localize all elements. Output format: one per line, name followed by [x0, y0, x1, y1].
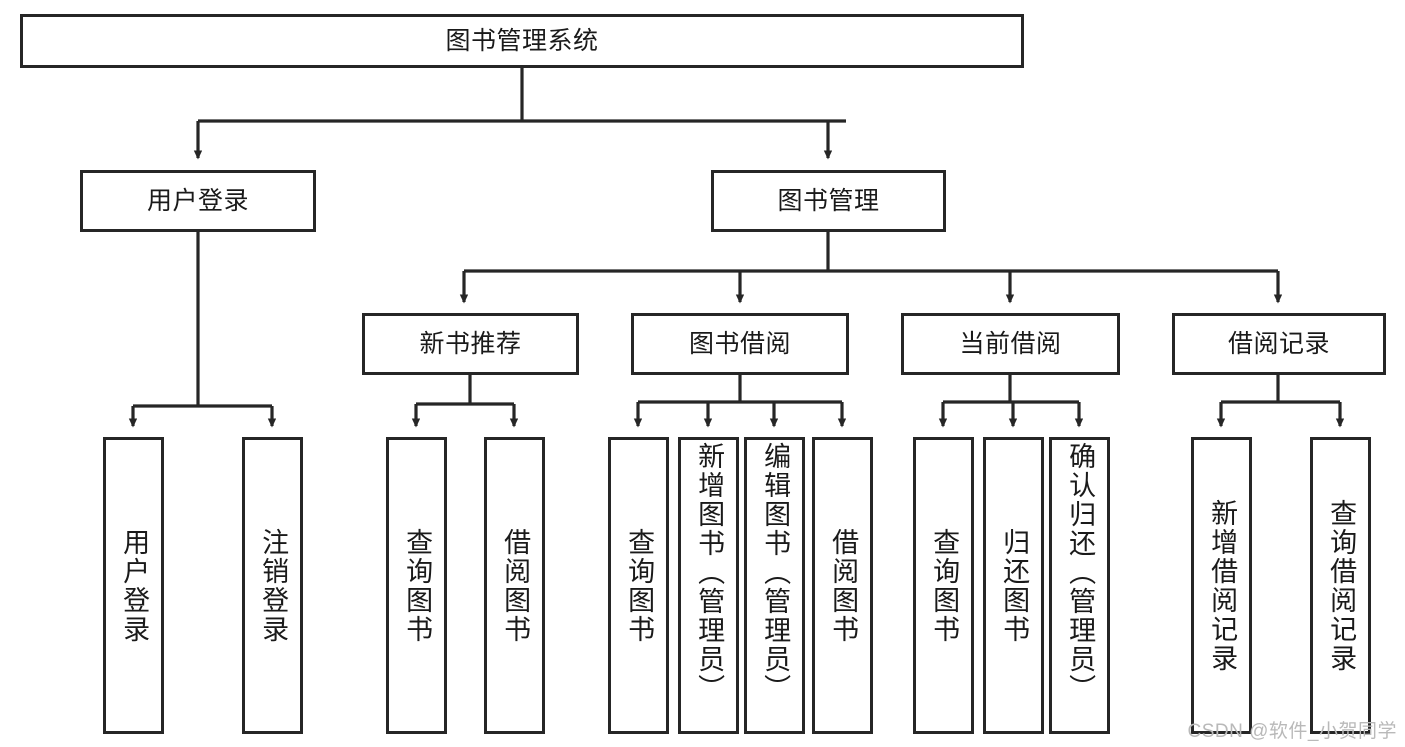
- node-user-login-label: 用户登录: [146, 186, 249, 215]
- node-leaf-query-book-borrow[interactable]: 查询图书: [608, 437, 669, 734]
- node-root[interactable]: 图书管理系统: [20, 14, 1024, 68]
- node-borrow-record[interactable]: 借阅记录: [1172, 313, 1386, 375]
- node-leaf-query-book-recommend[interactable]: 查询图书: [386, 437, 447, 734]
- node-leaf-borrow-book[interactable]: 借阅图书: [812, 437, 873, 734]
- node-leaf-add-borrow-record-label: 新增借阅记录: [1207, 498, 1238, 673]
- node-leaf-add-book-admin[interactable]: 新增图书（管理员）: [678, 437, 739, 734]
- csdn-watermark: CSDN @软件_小贺同学: [1187, 721, 1397, 742]
- node-user-login[interactable]: 用户登录: [80, 170, 316, 232]
- node-leaf-return-book-label: 归还图书: [999, 527, 1030, 644]
- node-leaf-borrow-book-recommend[interactable]: 借阅图书: [484, 437, 545, 734]
- node-leaf-borrow-book-label: 借阅图书: [828, 527, 859, 644]
- node-leaf-user-login[interactable]: 用户登录: [103, 437, 164, 734]
- node-leaf-return-book[interactable]: 归还图书: [983, 437, 1044, 734]
- node-leaf-query-book-recommend-label: 查询图书: [402, 527, 433, 644]
- node-book-borrow-label: 图书借阅: [688, 329, 791, 358]
- node-book-management-label: 图书管理: [777, 186, 880, 215]
- node-leaf-logout[interactable]: 注销登录: [242, 437, 303, 734]
- node-current-borrow[interactable]: 当前借阅: [901, 313, 1120, 375]
- node-leaf-edit-book-admin-label: 编辑图书（管理员）: [760, 442, 791, 703]
- node-book-management[interactable]: 图书管理: [711, 170, 946, 232]
- node-new-book-recommend[interactable]: 新书推荐: [362, 313, 579, 375]
- node-borrow-record-label: 借阅记录: [1227, 329, 1330, 358]
- node-leaf-edit-book-admin[interactable]: 编辑图书（管理员）: [744, 437, 805, 734]
- node-leaf-query-borrow-record[interactable]: 查询借阅记录: [1310, 437, 1371, 734]
- node-current-borrow-label: 当前借阅: [959, 329, 1062, 358]
- node-leaf-user-login-label: 用户登录: [119, 527, 150, 644]
- node-leaf-logout-label: 注销登录: [258, 527, 289, 644]
- node-leaf-query-book-current-label: 查询图书: [929, 527, 960, 644]
- node-leaf-query-book-borrow-label: 查询图书: [624, 527, 655, 644]
- node-book-borrow[interactable]: 图书借阅: [631, 313, 849, 375]
- node-leaf-query-book-current[interactable]: 查询图书: [913, 437, 974, 734]
- node-leaf-add-borrow-record[interactable]: 新增借阅记录: [1191, 437, 1252, 734]
- node-leaf-confirm-return-admin-label: 确认归还（管理员）: [1065, 442, 1096, 703]
- node-new-book-recommend-label: 新书推荐: [419, 329, 522, 358]
- node-leaf-query-borrow-record-label: 查询借阅记录: [1326, 498, 1357, 673]
- node-root-label: 图书管理系统: [445, 26, 599, 55]
- node-leaf-borrow-book-recommend-label: 借阅图书: [500, 527, 531, 644]
- node-leaf-add-book-admin-label: 新增图书（管理员）: [694, 442, 725, 703]
- node-leaf-confirm-return-admin[interactable]: 确认归还（管理员）: [1049, 437, 1110, 734]
